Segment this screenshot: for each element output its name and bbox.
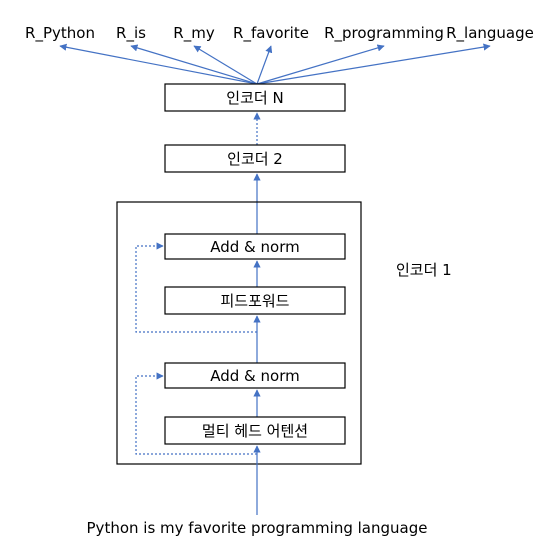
encoder-2-box [164,144,346,173]
encoder-n-box [164,83,346,112]
attention-label: 멀티 헤드 어텐션 [202,422,308,440]
output-label-favorite: R_favorite [233,24,309,43]
output-arrow-language [256,43,491,85]
encoder-n-label: 인코더 N [226,89,283,107]
attention-box [164,416,346,445]
feedforward-box [164,286,346,315]
residual-lower-dashed-arrow [135,372,257,455]
output-label-programming: R_programming [324,24,444,43]
feedforward-label: 피드포워드 [220,292,289,310]
encoder-2-label: 인코더 2 [227,150,283,168]
output-label-python: R_Python [25,24,95,43]
add-norm-lower-box [164,362,346,389]
encoder-1-label: 인코더 1 [396,261,452,279]
output-arrow-programming [256,44,385,85]
residual-upper-dashed-arrow [135,242,257,333]
encoder-1-frame [116,201,362,465]
output-label-language: R_language [446,24,534,43]
output-arrow-is [130,44,258,85]
output-arrow-favorite [256,45,273,85]
add-norm-upper-box [164,233,346,260]
add-norm-upper-label: Add & norm [210,238,299,256]
output-arrow-python [59,43,258,85]
output-arrow-my [193,45,258,85]
output-label-is: R_is [116,24,146,43]
add-norm-lower-label: Add & norm [210,367,299,385]
input-sentence: Python is my favorite programming langua… [87,519,428,537]
output-label-my: R_my [173,24,215,43]
